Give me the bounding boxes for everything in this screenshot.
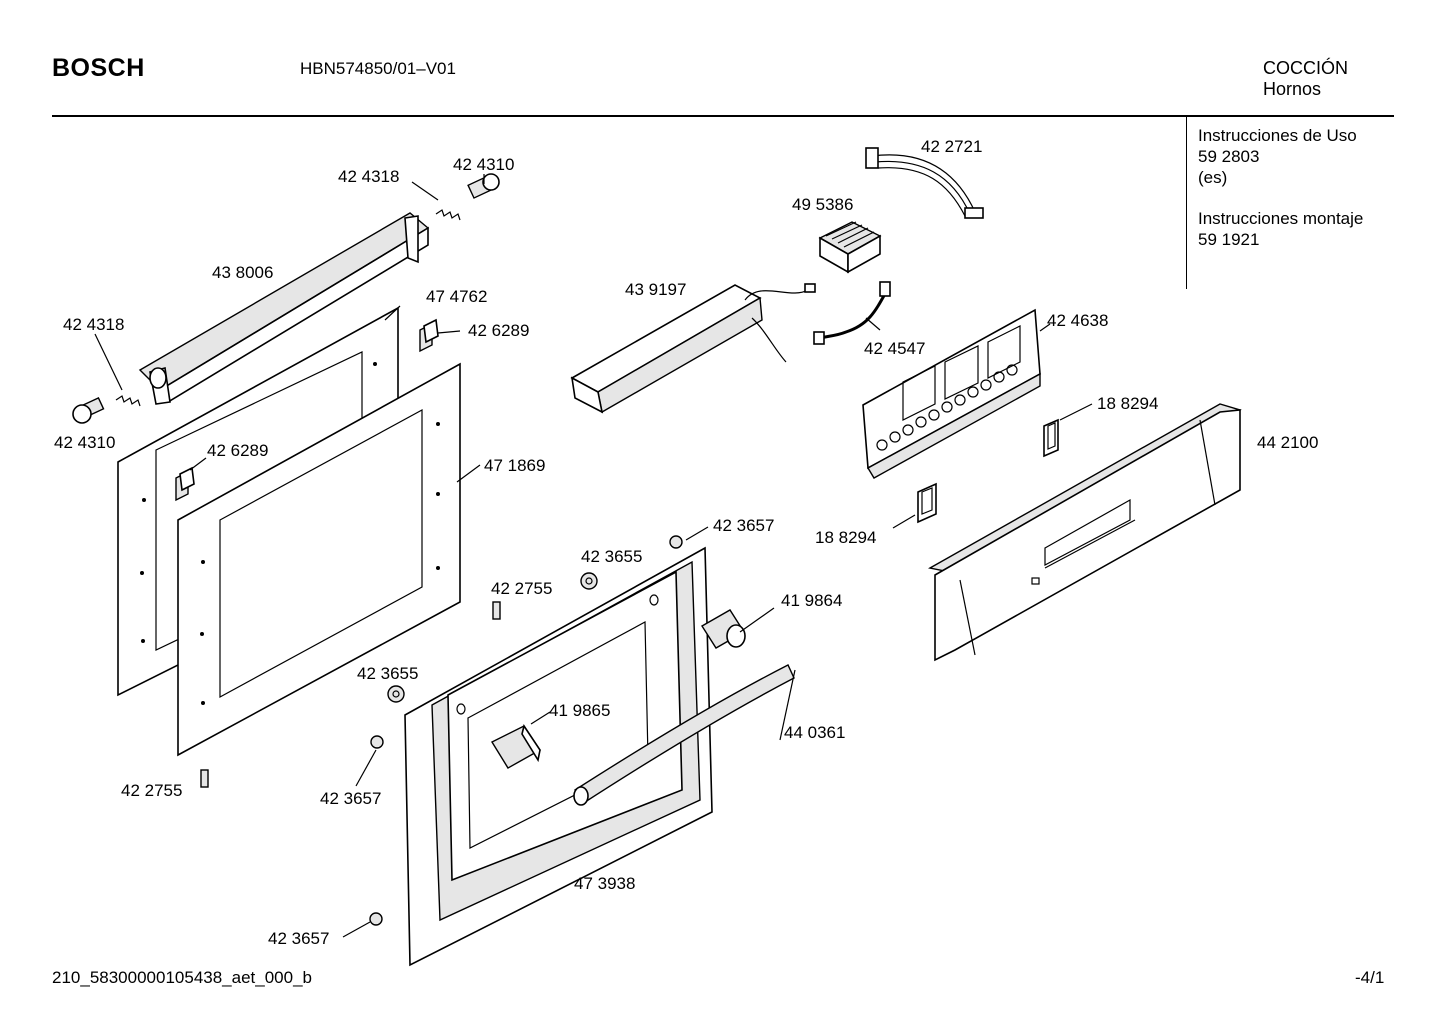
ribbon-cable: [865, 147, 984, 219]
manual-assembly-title: Instrucciones montaje: [1198, 209, 1364, 228]
oven-door: [404, 546, 713, 967]
label-424310-left: 42 4310: [54, 433, 115, 452]
label-423657-bot: 42 3657: [268, 929, 329, 948]
label-424318-top: 42 4318: [338, 167, 399, 186]
handle-support-right: [701, 609, 746, 649]
label-423657-top: 42 3657: [713, 516, 774, 535]
control-panel-chassis: [862, 308, 1041, 479]
pin-left: [72, 396, 105, 424]
brand-logo: BOSCH: [52, 54, 145, 82]
heat-sink-module: [818, 221, 882, 274]
label-424310-top: 42 4310: [453, 155, 514, 174]
label-426289-top: 42 6289: [468, 321, 529, 340]
door-handle: [573, 664, 795, 806]
cap-bottom: [369, 912, 383, 926]
label-495386: 49 5386: [792, 195, 853, 214]
label-422721: 42 2721: [921, 137, 982, 156]
label-423655-mid: 42 3655: [357, 664, 418, 683]
bushing-mid: [387, 685, 405, 703]
label-438006: 43 8006: [212, 263, 273, 282]
label-188294-bot: 18 8294: [815, 528, 876, 547]
label-473938: 47 3938: [574, 874, 635, 893]
label-439197: 43 9197: [625, 280, 686, 299]
display-window-bottom: [917, 482, 937, 524]
label-423655-top: 42 3655: [581, 547, 642, 566]
label-422755-left: 42 2755: [121, 781, 182, 800]
label-422755-mid: 42 2755: [491, 579, 552, 598]
control-panel-front: [928, 403, 1242, 662]
clip-top: [419, 318, 439, 353]
cap-top: [669, 535, 683, 549]
label-188294-top: 18 8294: [1097, 394, 1158, 413]
label-442100: 44 2100: [1257, 433, 1318, 452]
label-423657-mid: 42 3657: [320, 789, 381, 808]
spacer-left: [200, 769, 209, 788]
manual-use-number: 59 2803: [1198, 147, 1260, 166]
header-rule: [52, 115, 1394, 117]
document-id: 210_58300000105438_aet_000_b: [52, 968, 312, 987]
manual-use-title: Instrucciones de Uso: [1198, 126, 1357, 145]
cap-mid: [370, 735, 384, 749]
label-419864: 41 9864: [781, 591, 842, 610]
subcategory-title: Hornos: [1263, 79, 1322, 99]
clip-mid: [175, 466, 195, 502]
page-number: -4/1: [1355, 968, 1385, 987]
manual-use-lang: (es): [1198, 168, 1228, 187]
display-window-top: [1043, 418, 1059, 458]
label-424638: 42 4638: [1047, 311, 1108, 330]
label-424318-left: 42 4318: [63, 315, 124, 334]
manual-assembly-number: 59 1921: [1198, 230, 1260, 249]
label-474762: 47 4762: [426, 287, 487, 306]
inner-door-frame: [177, 362, 461, 757]
label-424547: 42 4547: [864, 339, 925, 358]
handle-support-left: [491, 724, 542, 769]
spacer-mid: [492, 601, 501, 620]
wire-harness: [813, 281, 891, 345]
leader-lines: [94, 174, 1093, 938]
spring-top: [435, 209, 461, 221]
category-title: COCCIÓN: [1263, 58, 1348, 78]
pin-top: [467, 173, 500, 199]
label-419865: 41 9865: [549, 701, 610, 720]
label-426289-mid: 42 6289: [207, 441, 268, 460]
control-board: [570, 283, 816, 414]
spring-left: [115, 395, 141, 407]
door-top-trim: [138, 212, 430, 405]
model-number: HBN574850/01–V01: [300, 59, 456, 78]
info-divider: [1186, 117, 1187, 289]
bushing-top: [580, 572, 598, 590]
label-440361: 44 0361: [784, 723, 845, 742]
label-471869: 47 1869: [484, 456, 545, 475]
